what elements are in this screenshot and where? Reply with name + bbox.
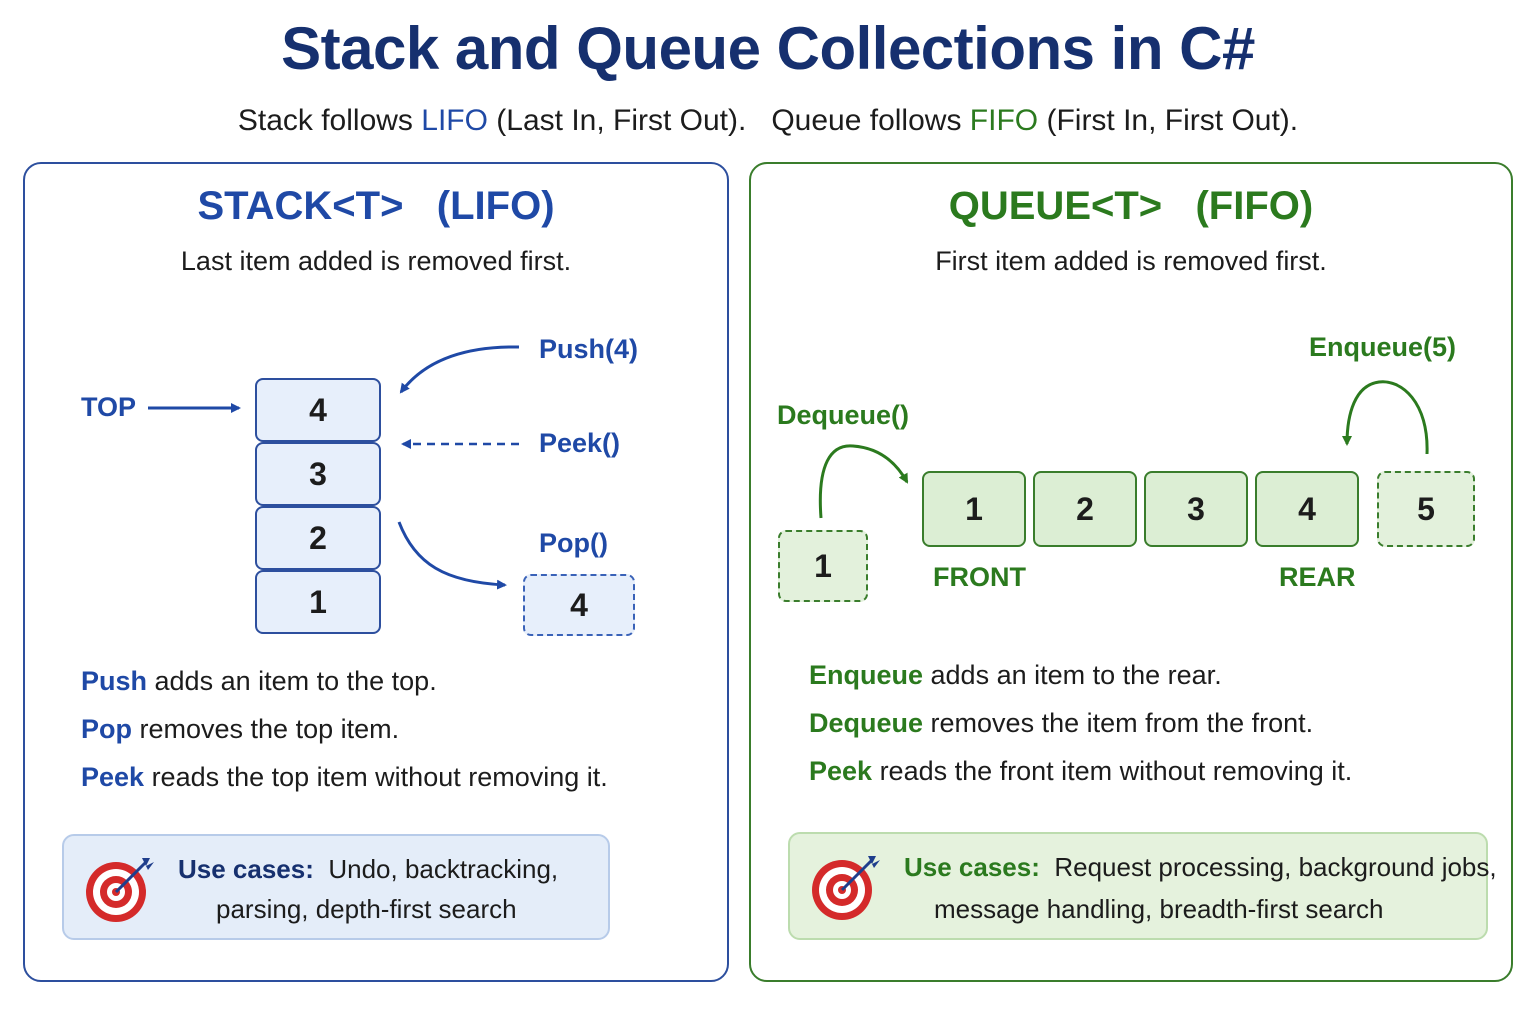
subtitle-lifo: LIFO bbox=[421, 104, 488, 137]
stack-title: STACK<T> (LIFO) bbox=[197, 184, 555, 228]
queue-use-cases: Use cases: Request processing, backgroun… bbox=[788, 832, 1497, 940]
front-label: FRONT bbox=[933, 562, 1026, 592]
stack-item: 1 bbox=[255, 570, 381, 634]
stack-use-cases-line2: parsing, depth-first search bbox=[216, 894, 517, 924]
popped-item: 4 bbox=[523, 574, 635, 636]
pop-label: Pop() bbox=[539, 528, 608, 558]
stack-use-cases-text1: Undo, backtracking, bbox=[328, 854, 559, 884]
peek-keyword: Peek bbox=[809, 756, 873, 786]
target-icon bbox=[812, 856, 880, 920]
queue-title: QUEUE<T> (FIFO) bbox=[948, 184, 1314, 228]
queue-use-cases-text1: Request processing, background jobs, bbox=[1054, 852, 1497, 882]
target-icon bbox=[86, 858, 154, 922]
peek-keyword: Peek bbox=[81, 762, 145, 792]
queue-desc-line: Dequeue removes the item from the front. bbox=[809, 708, 1313, 739]
stack-desc-line: Peek reads the top item without removing… bbox=[81, 762, 608, 793]
stack-description: Last item added is removed first. bbox=[180, 246, 572, 276]
peek-text: reads the front item without removing it… bbox=[872, 756, 1353, 786]
subtitle-queue-suffix: (First In, First Out). bbox=[1038, 104, 1299, 137]
push-label: Push(4) bbox=[539, 334, 639, 364]
peek-text: reads the top item without removing it. bbox=[144, 762, 608, 792]
enqueue-keyword: Enqueue bbox=[809, 660, 924, 690]
dequeue-arrow bbox=[818, 444, 909, 519]
stack-desc-line: Pop removes the top item. bbox=[81, 714, 399, 745]
subtitle-fifo: FIFO bbox=[969, 104, 1039, 137]
queue-item: 2 bbox=[1033, 471, 1137, 547]
pop-keyword: Pop bbox=[81, 714, 132, 744]
push-text: adds an item to the top. bbox=[147, 666, 437, 696]
enqueue-label: Enqueue(5) bbox=[1309, 332, 1457, 362]
queue-arrows bbox=[818, 380, 1429, 519]
queue-desc-line: Peek reads the front item without removi… bbox=[809, 756, 1352, 787]
queue-use-cases-line2: message handling, breadth-first search bbox=[934, 894, 1384, 924]
dequeue-keyword: Dequeue bbox=[809, 708, 924, 738]
pop-arrow bbox=[397, 521, 507, 590]
stack-use-cases: Use cases: Undo, backtracking, parsing, … bbox=[62, 834, 610, 940]
incoming-item: 5 bbox=[1377, 471, 1475, 547]
peek-label: Peek() bbox=[539, 428, 621, 458]
stack-panel: STACK<T> (LIFO) Last item added is remov… bbox=[23, 162, 729, 982]
use-cases-label: Use cases: bbox=[904, 852, 1040, 882]
rear-label: REAR bbox=[1279, 562, 1356, 592]
queue-description: First item added is removed first. bbox=[935, 246, 1327, 276]
stack-item: 4 bbox=[255, 378, 381, 442]
stack-item: 3 bbox=[255, 442, 381, 506]
top-label: TOP bbox=[81, 392, 137, 422]
enqueue-arrow bbox=[1342, 380, 1429, 455]
queue-item: 4 bbox=[1255, 471, 1359, 547]
queue-item: 1 bbox=[922, 471, 1026, 547]
dequeued-item: 1 bbox=[778, 530, 868, 602]
stack-desc-line: Push adds an item to the top. bbox=[81, 666, 437, 697]
page-subtitle: Stack follows LIFO (Last In, First Out).… bbox=[0, 104, 1536, 138]
queue-desc-line: Enqueue adds an item to the rear. bbox=[809, 660, 1222, 691]
push-arrow bbox=[399, 345, 520, 394]
dequeue-label: Dequeue() bbox=[777, 400, 910, 430]
queue-item: 3 bbox=[1144, 471, 1248, 547]
subtitle-stack-suffix: (Last In, First Out). Queue follows bbox=[487, 104, 970, 137]
subtitle-stack-prefix: Stack follows bbox=[237, 104, 422, 137]
pop-text: removes the top item. bbox=[132, 714, 400, 744]
stack-arrows bbox=[148, 345, 520, 590]
push-keyword: Push bbox=[81, 666, 148, 696]
dequeue-text: removes the item from the front. bbox=[923, 708, 1314, 738]
queue-panel: QUEUE<T> (FIFO) First item added is remo… bbox=[749, 162, 1513, 982]
stack-item: 2 bbox=[255, 506, 381, 570]
use-cases-label: Use cases: bbox=[178, 854, 314, 884]
page-title: Stack and Queue Collections in C# bbox=[281, 15, 1255, 82]
enqueue-text: adds an item to the rear. bbox=[923, 660, 1222, 690]
queue-use-cases-line1: Use cases: Request processing, backgroun… bbox=[904, 852, 1497, 883]
stack-use-cases-line1: Use cases: Undo, backtracking, bbox=[178, 854, 558, 885]
